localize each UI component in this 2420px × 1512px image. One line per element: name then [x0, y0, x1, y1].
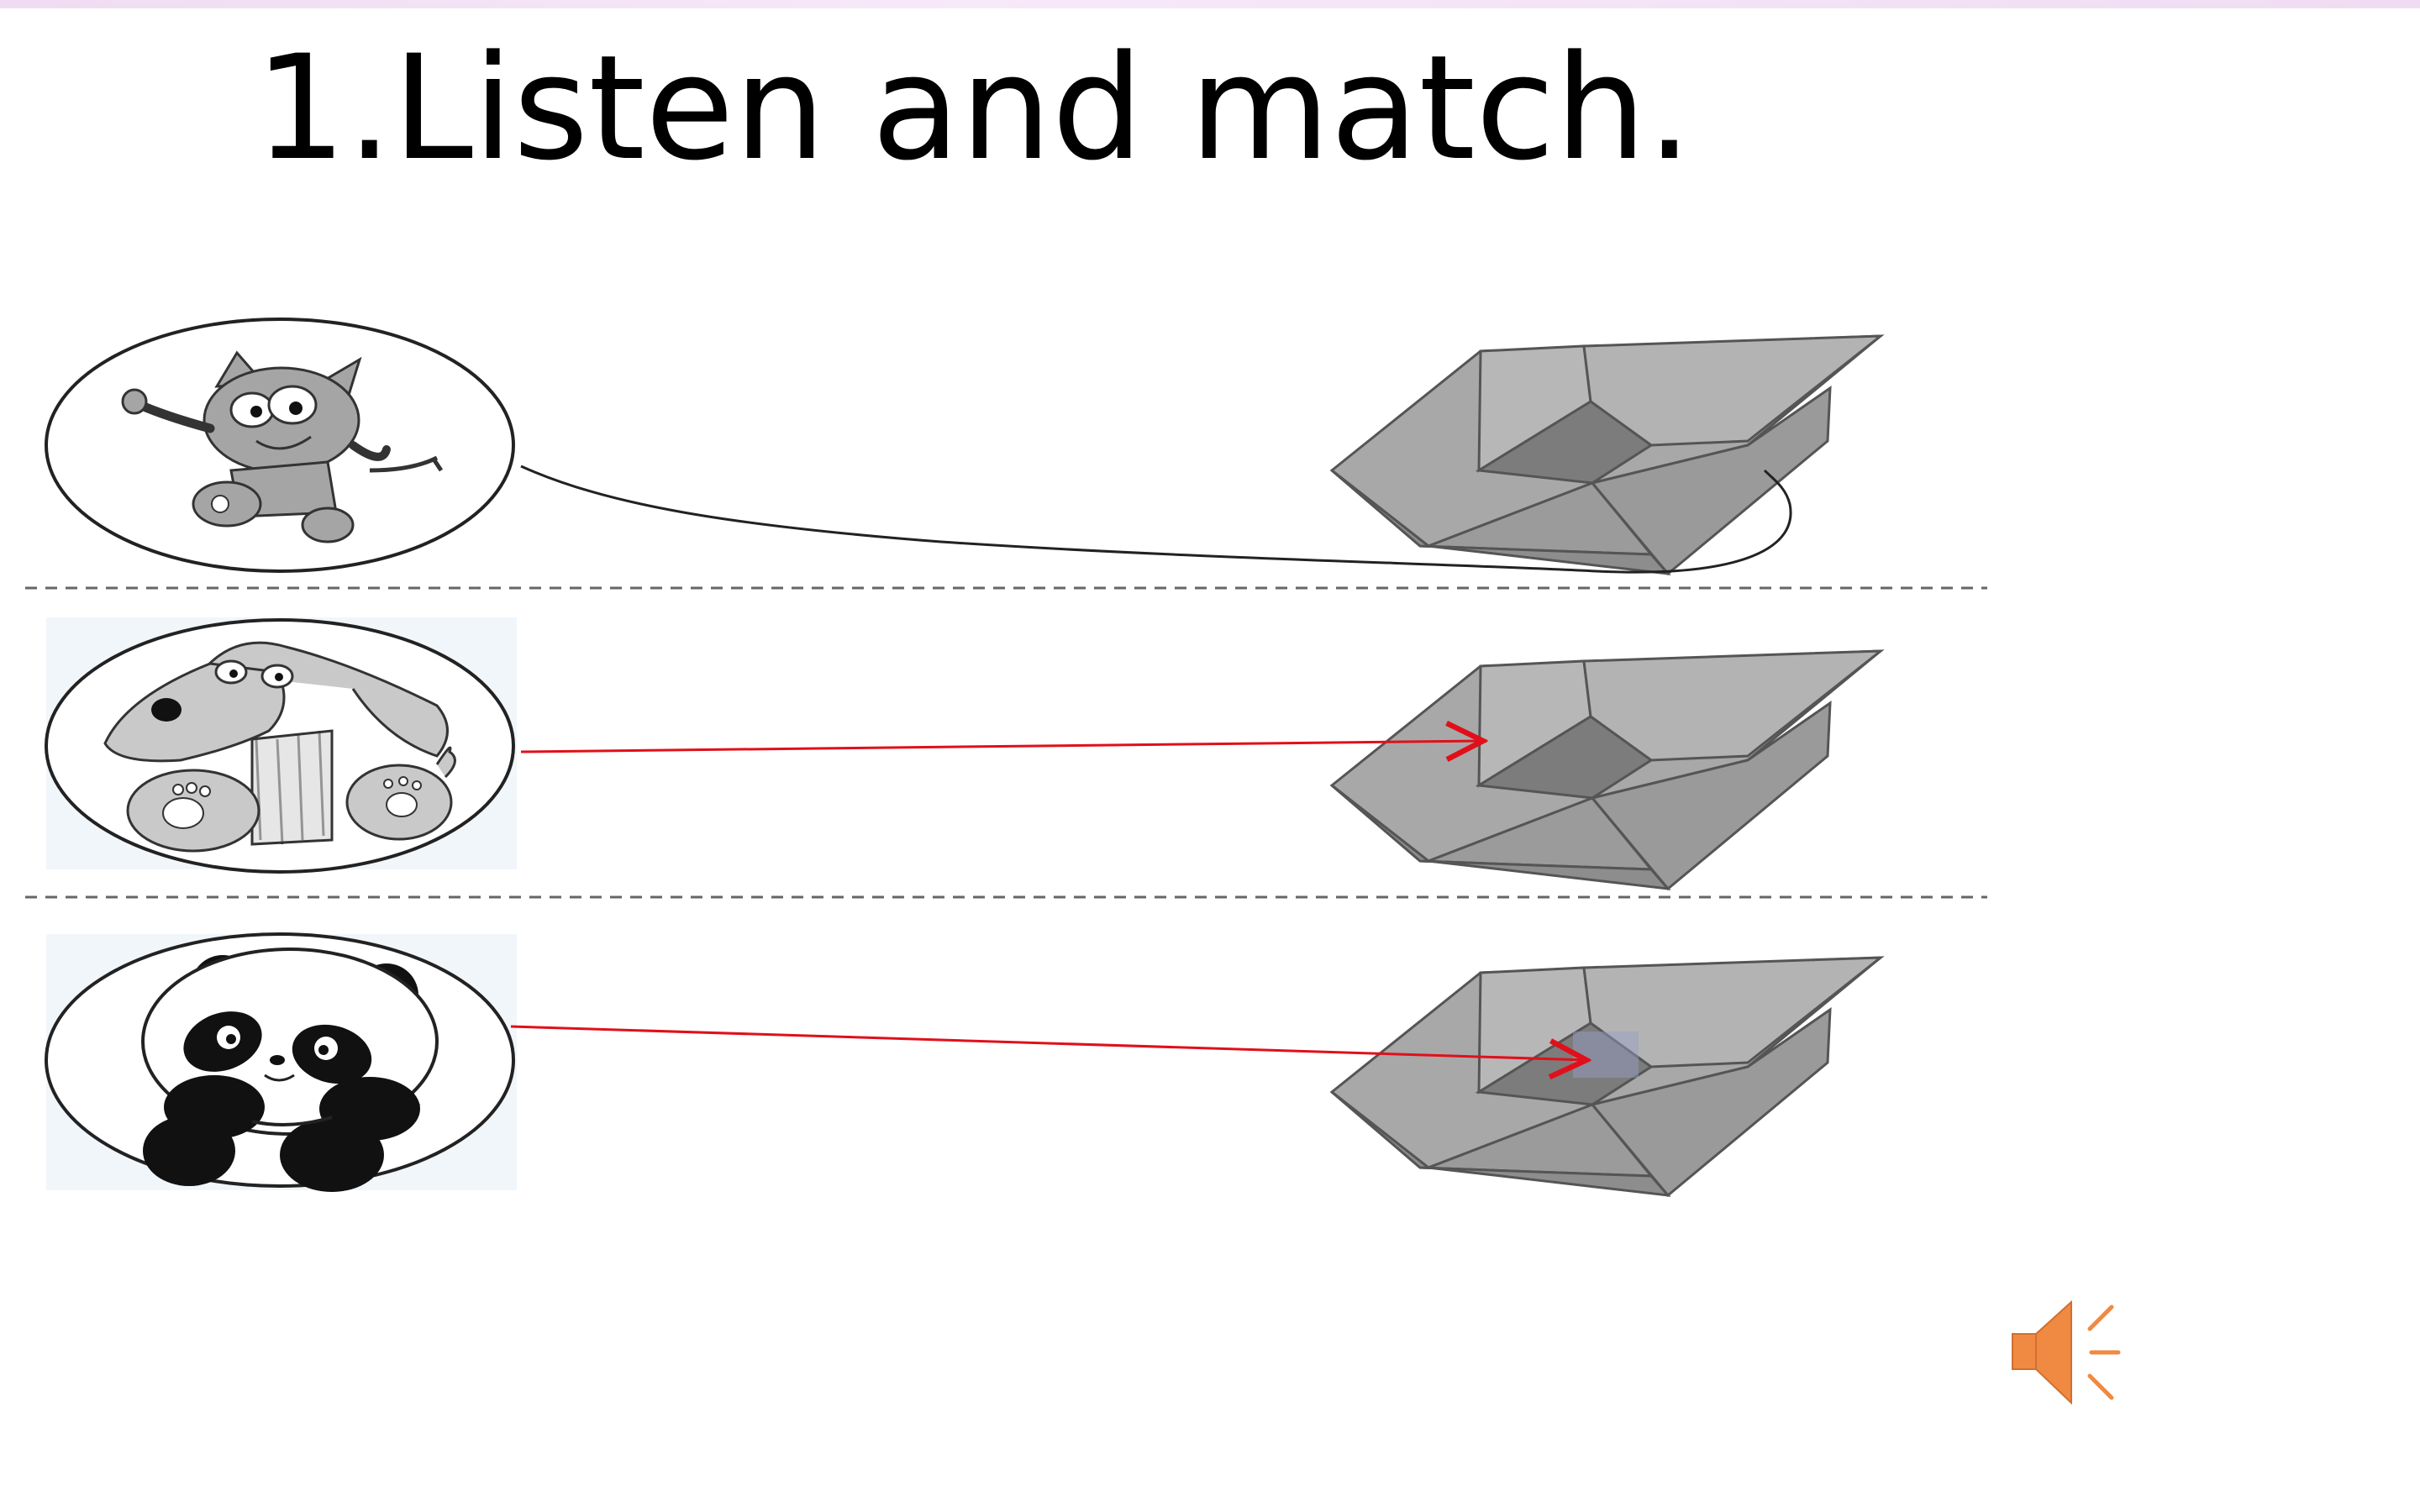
slide-top-band [0, 0, 2420, 8]
row-panda [45, 932, 1882, 1197]
box-icon [1330, 334, 1882, 575]
box-highlight [1573, 1032, 1639, 1078]
speaker-icon[interactable] [2004, 1294, 2130, 1411]
panda-icon [45, 932, 515, 1192]
slide-title: 1.Listen and match. [255, 24, 1693, 192]
row-cat [45, 318, 1882, 575]
answer-line-cat [520, 465, 1792, 574]
answer-arrow-panda [510, 1025, 1586, 1060]
box-icon [1330, 649, 1882, 890]
row-dog [45, 617, 1882, 890]
dog-icon [45, 618, 515, 874]
answer-arrow-dog [520, 741, 1483, 752]
cat-icon [45, 318, 515, 573]
